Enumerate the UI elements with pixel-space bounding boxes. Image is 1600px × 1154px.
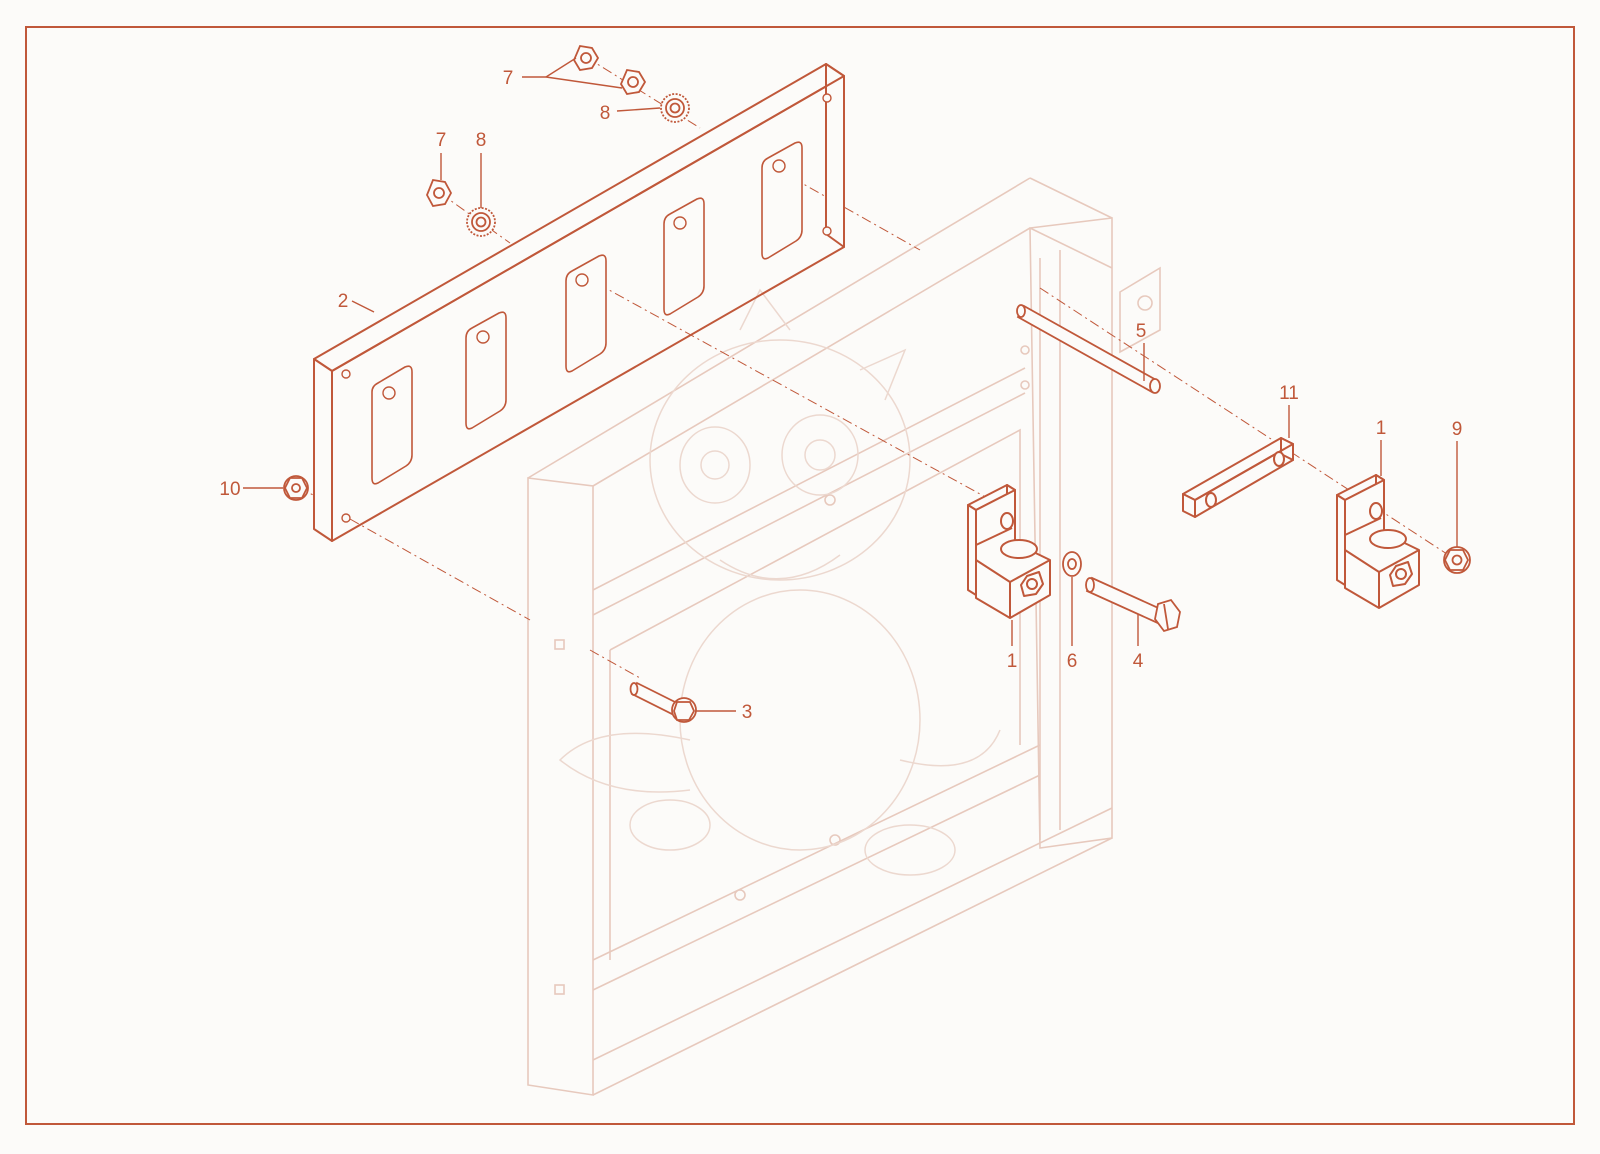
part-9-flange-nut <box>1443 546 1471 574</box>
callout-6: 6 <box>1067 651 1078 672</box>
callout-11: 11 <box>1279 383 1299 404</box>
part-7-hex-nut <box>426 44 647 207</box>
diagram-border <box>25 26 1575 1125</box>
callout-2: 2 <box>338 291 349 312</box>
part-5-rod <box>1016 304 1161 394</box>
mascot-watermark <box>558 288 1001 876</box>
callout-leaders <box>243 57 1458 712</box>
part-2-insulator-plate <box>313 63 845 542</box>
callout-8-top: 8 <box>600 103 611 124</box>
callout-5: 5 <box>1136 321 1147 342</box>
part-4-hex-bolt <box>1085 576 1181 633</box>
callout-labels: 7 8 7 8 2 10 5 11 1 9 1 6 4 3 <box>219 68 1462 723</box>
callout-7-top: 7 <box>503 68 514 89</box>
ghost-enclosure <box>527 177 1161 1096</box>
part-6-washer <box>1062 551 1082 577</box>
callout-3: 3 <box>742 702 753 723</box>
part-3-flange-bolt <box>629 681 697 723</box>
callout-9: 9 <box>1452 419 1463 440</box>
part-1-terminal-lug-right <box>1336 474 1420 609</box>
callout-1-left: 1 <box>1007 651 1018 672</box>
callout-10: 10 <box>219 479 240 500</box>
part-11-link-bar <box>1182 437 1294 518</box>
callout-1-right: 1 <box>1376 418 1387 439</box>
part-10-flange-nut <box>283 475 309 501</box>
callout-7-left: 7 <box>436 130 447 151</box>
callout-8-left: 8 <box>476 130 487 151</box>
part-1-terminal-lug-left <box>967 484 1051 619</box>
part-8-serrated-nut <box>466 93 690 237</box>
callout-4: 4 <box>1133 651 1144 672</box>
